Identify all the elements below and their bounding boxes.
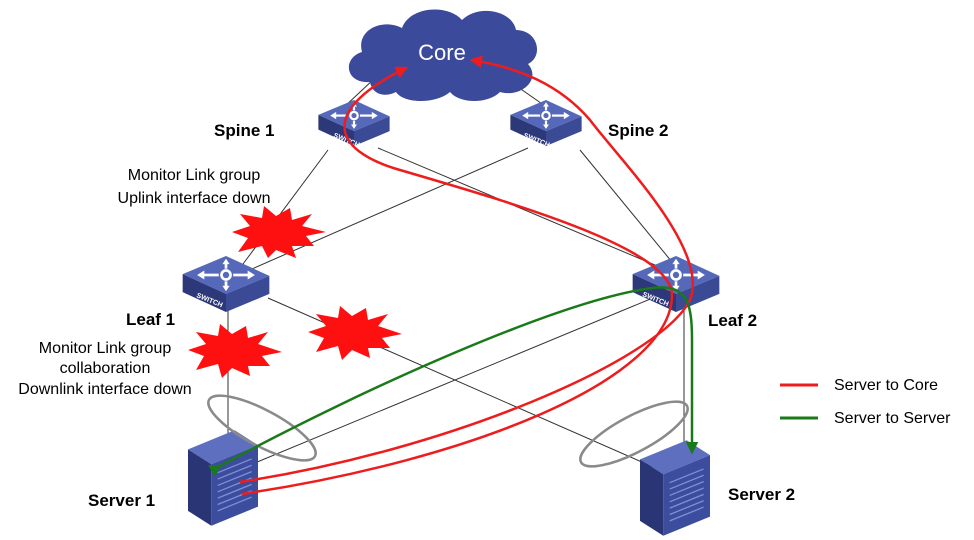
downlink-failure-burst: [188, 324, 282, 378]
spine1-label: Spine 1: [214, 121, 274, 140]
server2-icon: [640, 440, 710, 536]
downlink-annotation-line: Downlink interface down: [18, 381, 191, 398]
path-server1-to-server2: [208, 286, 699, 477]
uplink-failure-burst: [232, 206, 326, 258]
uplink-annotation-line: Monitor Link group: [128, 167, 261, 184]
server-to-core-paths: [239, 55, 694, 496]
legend: Server to Core Server to Server: [780, 377, 951, 427]
link-spine1-leaf1: [239, 149, 329, 269]
core-cloud: Core: [348, 9, 538, 101]
server1-icon: [188, 430, 258, 526]
cloud-shape: [348, 9, 538, 101]
legend-label-server-to-server: Server to Server: [834, 410, 951, 427]
spine2-label: Spine 2: [608, 121, 668, 140]
server2-label: Server 2: [728, 485, 795, 504]
spine2-switch: SWITCH: [510, 100, 582, 149]
server1-label: Server 1: [88, 491, 155, 510]
uplink-annotation: Monitor Link group Uplink interface down: [118, 167, 271, 207]
downlink-annotation-line: collaboration: [60, 360, 151, 377]
spine1-switch: SWITCH: [318, 100, 390, 149]
link-spine1-leaf2: [377, 147, 663, 269]
cross-link-failure-burst: [308, 306, 402, 360]
physical-links: [227, 77, 685, 471]
downlink-annotation: Monitor Link group collaboration Downlin…: [18, 340, 191, 398]
downlink-annotation-line: Monitor Link group: [39, 340, 172, 357]
path-server1-to-core-via-spine1: [241, 66, 674, 496]
path-server1-to-core-via-spine2: [239, 55, 694, 484]
leaf2-switch: SWITCH: [632, 256, 720, 312]
leaf1-label: Leaf 1: [126, 310, 175, 329]
legend-label-server-to-core: Server to Core: [834, 377, 938, 394]
leaf1-switch: SWITCH: [182, 256, 270, 312]
leaf2-label: Leaf 2: [708, 311, 757, 330]
link-spine2-leaf2: [579, 149, 673, 263]
link-leaf2-server1: [249, 294, 661, 466]
uplink-annotation-line: Uplink interface down: [118, 190, 271, 207]
core-label: Core: [418, 40, 466, 65]
